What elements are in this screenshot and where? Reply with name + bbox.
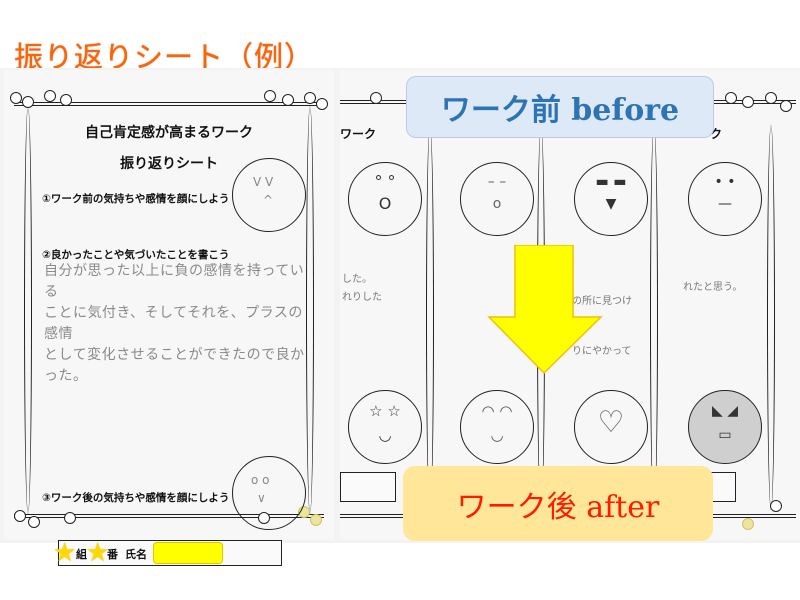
answer-line: ことに気付き、そしてそれを、プラスの感情 (44, 305, 303, 342)
flower-ornament-icon (304, 92, 316, 104)
sleepy-face-drawing: – – o (460, 162, 534, 236)
frame-right-border (306, 106, 314, 514)
flower-ornament-icon (770, 500, 782, 512)
star-icon: ★ (53, 538, 77, 568)
class-label: 組 (76, 548, 87, 561)
star-icon: ★ (86, 538, 110, 568)
worksheet-title-fragment: ワーク (340, 127, 377, 141)
neutral-face-drawing: • • — (688, 162, 762, 236)
handwritten-note: れたと思う。 (683, 282, 743, 293)
handwritten-note: の所に見つけ (572, 296, 632, 307)
flower-ornament-icon (780, 100, 792, 112)
grinning-drawn-face-drawing: ◣ ◢ ▭ (688, 390, 762, 464)
face-glyph: – – o (487, 174, 507, 212)
flower-ornament-icon (44, 90, 56, 102)
flower-ornament-icon (316, 98, 328, 110)
face-after-drawing: o o ∨ (232, 456, 306, 530)
face-glyph: • • — (714, 174, 736, 212)
frame-top-border (14, 102, 324, 106)
answer-line: 自分が思った以上に負の感情を持っている (44, 263, 305, 300)
flower-ornament-icon (765, 92, 777, 104)
name-row-box (340, 472, 396, 502)
flower-ornament-icon (64, 512, 76, 524)
handwritten-note: した。 (342, 274, 372, 285)
name-row: ★ 組 ★ 番 氏名 (53, 538, 282, 568)
handwritten-answer: 自分が思った以上に負の感情を持っている ことに気付き、そしてそれを、プラスの感情… (44, 261, 314, 387)
flower-ornament-icon (10, 92, 22, 104)
worksheet-subtitle: 振り返りシート (120, 156, 218, 172)
flower-ornament-icon (742, 96, 754, 108)
face-before-drawing: V V ^ (232, 158, 306, 232)
face-eyes: V V (253, 175, 274, 189)
flower-ornament-icon (282, 94, 294, 106)
frame-left-border (24, 106, 32, 514)
face-mouth: ^ (263, 193, 274, 207)
face-glyph: ◣ ◢ ▭ (712, 403, 738, 443)
flower-ornament-icon (725, 92, 737, 104)
handwritten-note: れりした (342, 292, 382, 303)
handwritten-note: りにやかって (572, 346, 632, 357)
column-divider (650, 125, 658, 510)
face-eyes: o o (251, 473, 270, 487)
face-mouth: ∨ (257, 491, 266, 505)
column-divider (767, 125, 775, 510)
flower-ornament-icon (28, 516, 40, 528)
question-after-feelings: ③ワーク後の気持ちや感情を顔にしよう (42, 492, 230, 504)
star-eyes-face-drawing: ☆ ☆ ◡ (348, 390, 422, 464)
flower-ornament-icon (264, 90, 276, 102)
smiling-face-drawing: ◠ ◠ ◡ (460, 390, 534, 464)
flower-ornament-icon (370, 92, 382, 104)
face-glyph: ▬ ▬ ▼ (595, 174, 627, 212)
worksheet-example: 自己肯定感が高まるワーク 振り返りシート ①ワーク前の気持ちや感情を顔にしよう … (4, 70, 334, 566)
surprised-face-drawing: ° ° O (348, 162, 422, 236)
heart-face-drawing: ♡ (574, 390, 648, 464)
flower-ornament-icon (742, 518, 754, 530)
flower-ornament-icon (14, 510, 26, 522)
worksheet-title: 自己肯定感が高まるワーク (85, 125, 253, 141)
name-field-redacted (153, 542, 223, 564)
down-arrow-icon (487, 245, 603, 375)
number-label: 番 (107, 548, 118, 561)
flower-ornament-icon (22, 96, 34, 108)
question-before-feelings: ①ワーク前の気持ちや感情を顔にしよう (42, 193, 230, 205)
question-good-points: ②良かったことや気づいたことを書こう (42, 249, 230, 261)
angry-face-drawing: ▬ ▬ ▼ (574, 162, 648, 236)
flower-ornament-icon (310, 514, 322, 526)
after-label-badge: ワーク後 after (403, 466, 713, 541)
face-glyph: ° ° O (374, 172, 396, 213)
before-label-badge: ワーク前 before (406, 76, 714, 138)
face-glyph: ♡ (597, 405, 625, 440)
face-glyph: ◠ ◠ ◡ (481, 402, 513, 444)
column-divider (426, 125, 434, 510)
frame-bottom-border (14, 514, 324, 518)
flower-ornament-icon (60, 94, 72, 106)
answer-line: として変化させることができたので良かった。 (44, 347, 305, 384)
face-glyph: ☆ ☆ ◡ (369, 402, 401, 444)
name-label: 氏名 (125, 548, 147, 561)
